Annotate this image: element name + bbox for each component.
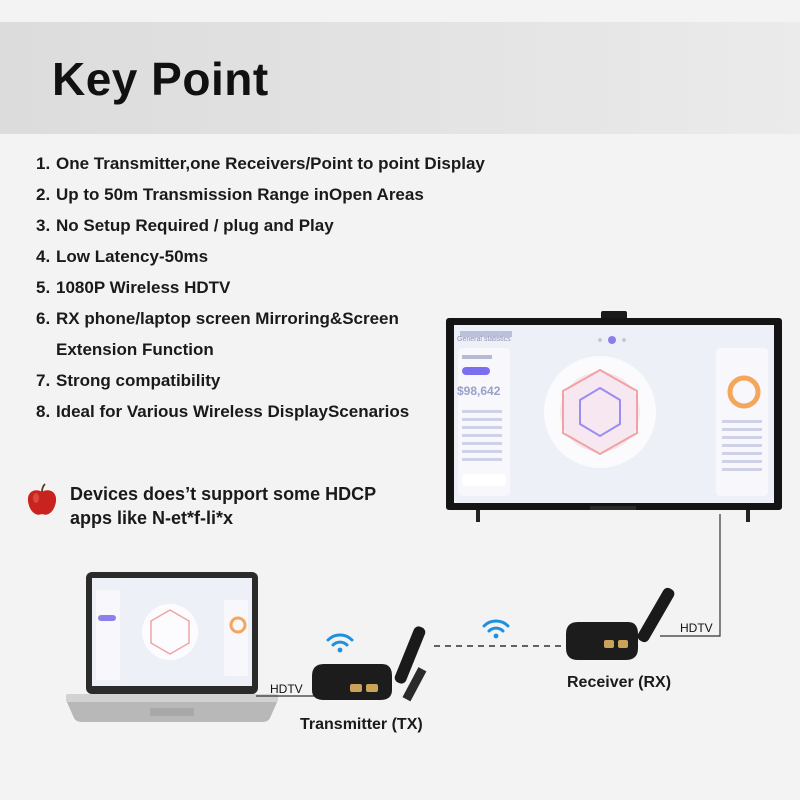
transmitter-device [312,626,427,702]
list-item: 2.Up to 50m Transmission Range inOpen Ar… [36,185,424,204]
tv-camera [601,311,627,321]
hdcp-note: Devices does’t support some HDCP apps li… [24,482,376,530]
wifi-icon [326,633,354,653]
list-item: 5.1080P Wireless HDTV [36,278,231,297]
laptop-hdtv-label: HDTV [270,682,303,696]
page-title: Key Point [52,53,269,105]
receiver-label: Receiver (RX) [567,674,672,691]
key-points-list: 1.One Transmitter,one Receivers/Point to… [36,150,516,429]
transmitter-label: Transmitter (TX) [300,716,423,733]
tv-rx-cable [660,514,721,637]
note-line-1: Devices does’t support some HDCP [70,484,377,504]
header-band [0,22,800,134]
tv-hdtv-label: HDTV [680,621,713,635]
list-item-continuation: Extension Function [56,340,214,359]
apple-icon [27,483,57,515]
list-item: 8.Ideal for Various Wireless DisplayScen… [36,402,410,421]
list-item: 3.No Setup Required / plug and Play [36,216,334,235]
list-item: 1.One Transmitter,one Receivers/Point to… [36,154,485,173]
note-line-2: apps like N-et*f-li*x [70,508,234,528]
list-item: 7.Strong compatibility [36,371,221,390]
screen-heading: General statistics [457,336,511,343]
laptop [66,572,278,722]
wifi-icon [482,619,510,639]
receiver-device [566,587,675,660]
list-item: 6.RX phone/laptop screen Mirroring&Scree… [36,309,399,328]
screen-value: $98,642 [457,384,501,398]
list-item: 4.Low Latency-50ms [36,247,209,266]
